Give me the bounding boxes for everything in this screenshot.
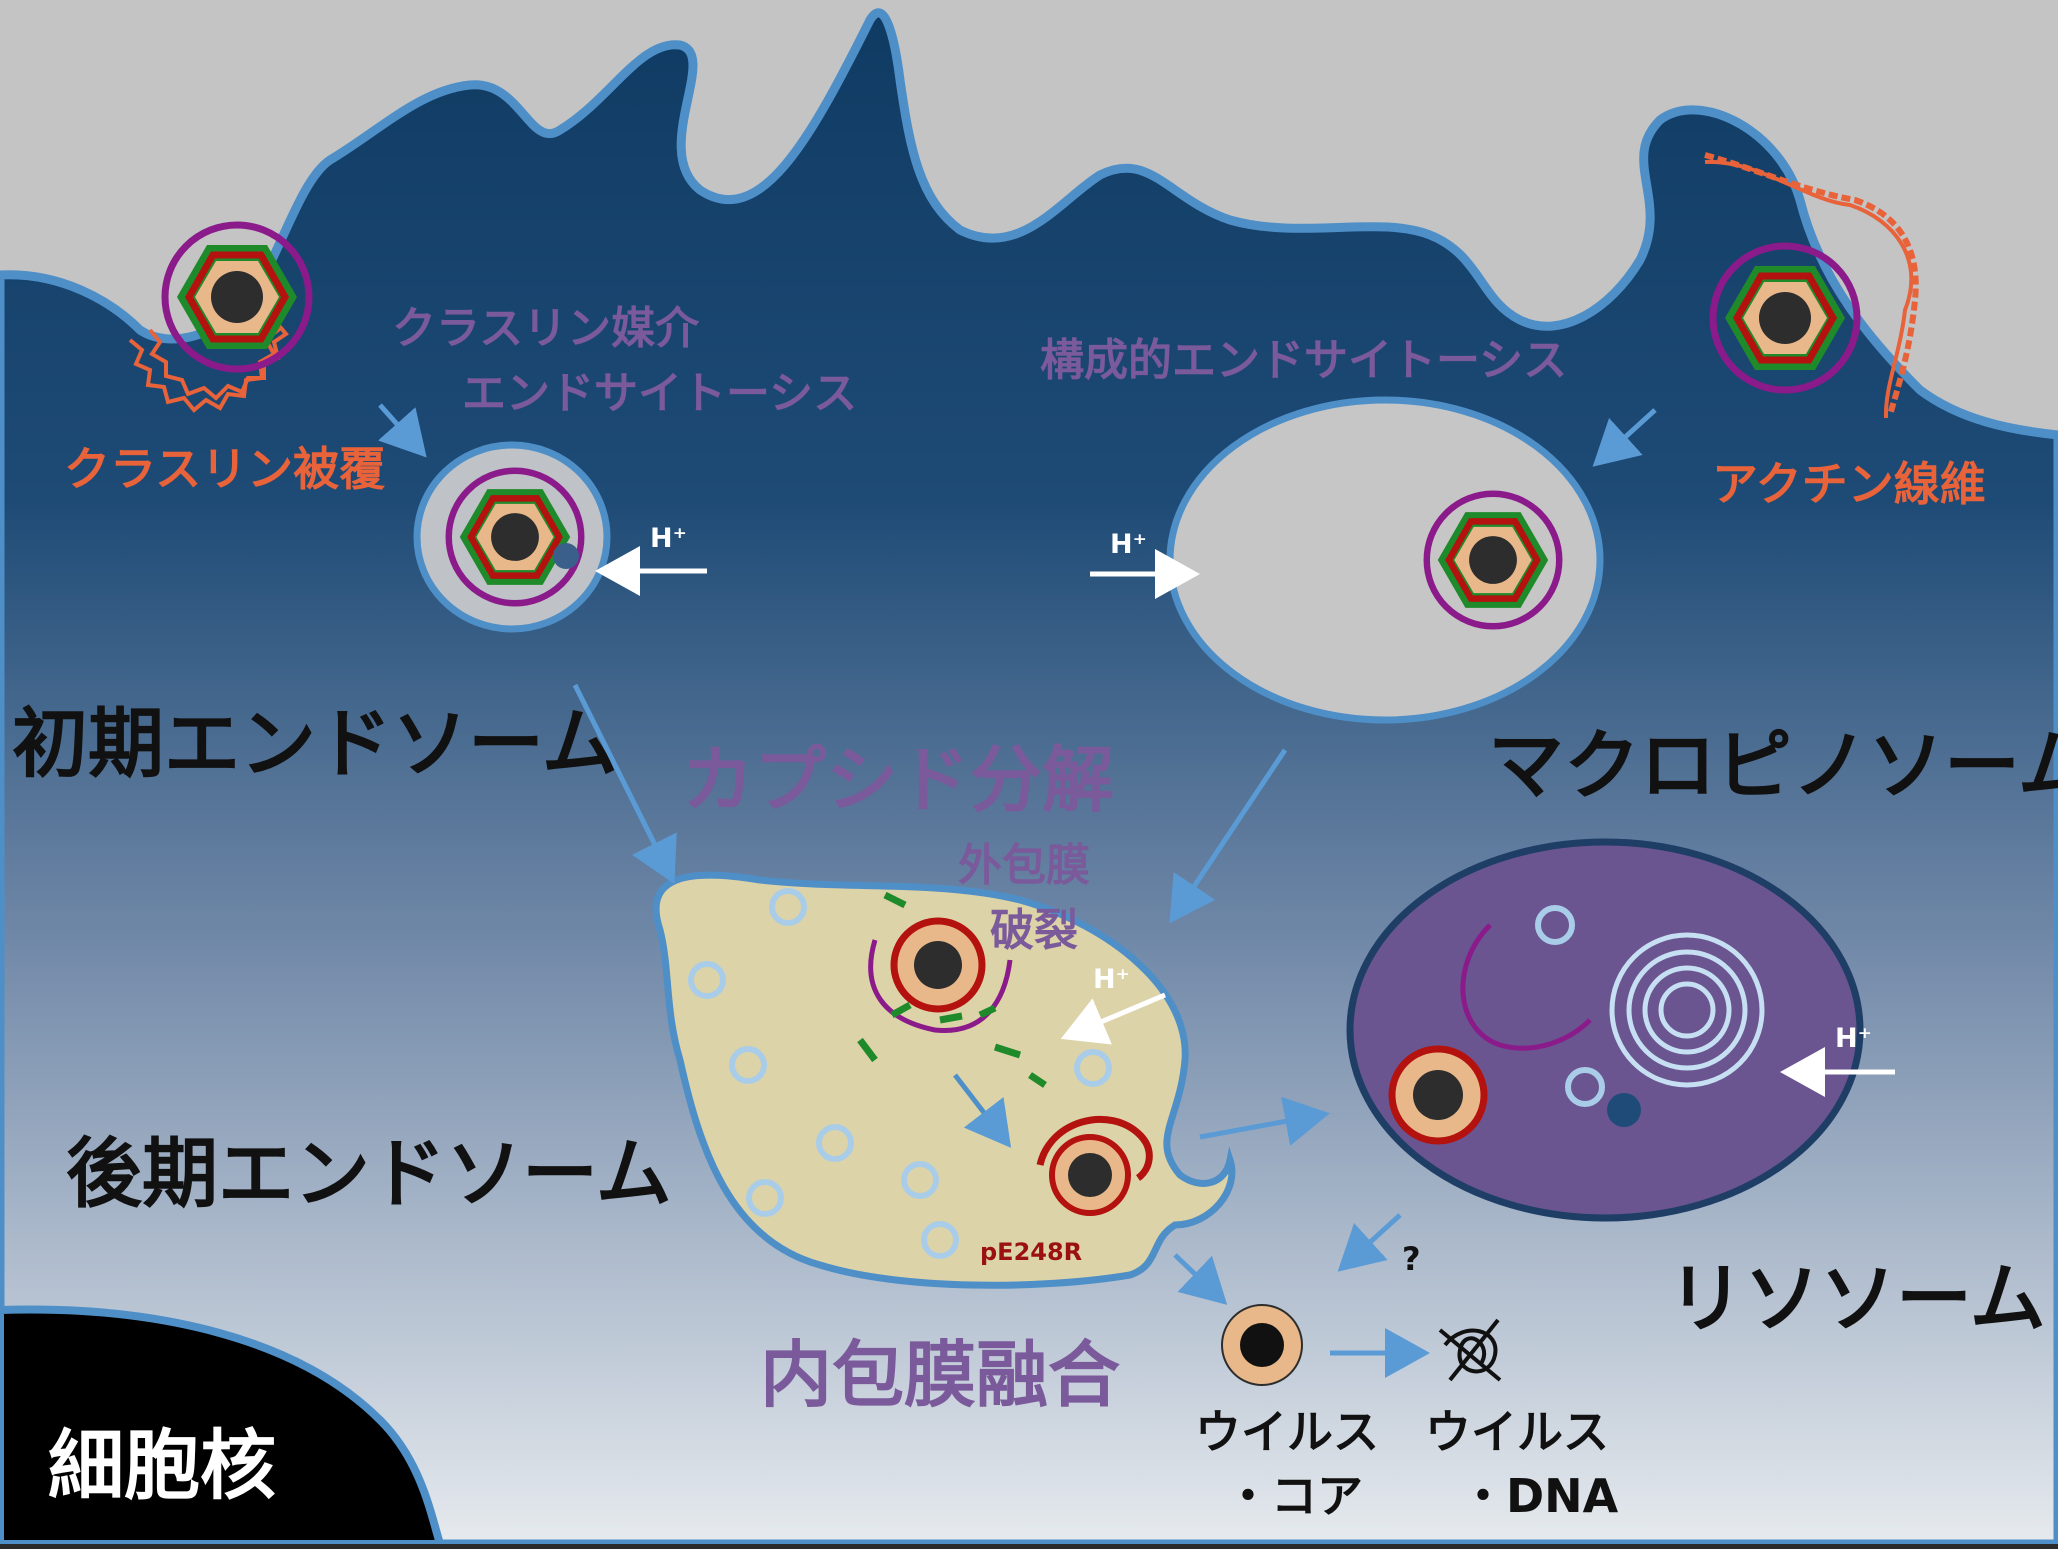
actin-fiber-label: アクチン線維	[1712, 457, 1986, 511]
vesicle-icon	[1565, 1067, 1605, 1107]
virus-particle-icon	[165, 225, 309, 369]
arrow-icon	[1173, 1253, 1228, 1305]
h-plus-label: H⁺	[650, 523, 687, 554]
capsid-disassembly-label: カプシド分解	[682, 738, 1114, 822]
constitutive-endocytosis-label: 構成的エンドサイトーシス	[1040, 335, 1567, 386]
receptor-dot	[553, 543, 579, 569]
virus-particle-icon	[1713, 246, 1857, 390]
receptor-dot	[1607, 1093, 1641, 1127]
virus-particle-icon	[1427, 494, 1559, 626]
virus-core-label: ウイルス	[1195, 1405, 1379, 1459]
macropinosome-label: マクロピノソーム	[1488, 721, 2058, 810]
protein-label: pE248R	[980, 1238, 1082, 1266]
h-plus-label: H⁺	[1835, 1023, 1872, 1054]
clathrin-mediated-label-2: エンドサイトーシス	[462, 368, 857, 419]
lysosome	[1346, 838, 1864, 1222]
clathrin-coat-label: クラスリン被覆	[64, 442, 385, 496]
dna-tangle-icon	[1438, 1318, 1502, 1382]
flow-arrows	[378, 403, 1657, 1378]
virus-dna-label-2: ・DNA	[1460, 1469, 1619, 1523]
nucleus-label: 細胞核	[48, 1421, 276, 1510]
vesicle-icon	[1535, 905, 1575, 945]
outer-envelope-label: 外包膜	[958, 840, 1090, 891]
lysosome-label: リソソーム	[1668, 1254, 2046, 1343]
virus-particle-icon	[449, 471, 581, 603]
inner-membrane-fusion-label: 内包膜融合	[760, 1333, 1120, 1417]
clathrin-mediated-label: クラスリン媒介	[392, 303, 700, 354]
actin-filament-icon	[1704, 159, 1914, 419]
ruptured-envelope	[868, 939, 1013, 1033]
early-endosome-label: 初期エンドソーム	[12, 699, 618, 788]
arrow-icon	[572, 683, 677, 884]
nucleoid-icon	[1413, 1070, 1463, 1120]
outer-envelope-label-2: 破裂	[990, 905, 1078, 956]
virus-core-label-2: ・コア	[1225, 1469, 1363, 1523]
arrow-icon	[1169, 748, 1288, 924]
arrow-icon	[953, 1073, 1012, 1148]
nucleoid-icon	[1068, 1153, 1112, 1197]
arrow-icon	[1199, 1096, 1330, 1146]
inner-membrane	[1036, 1116, 1153, 1181]
h-plus-arrow-icon	[1060, 992, 1166, 1045]
arrow-icon	[1337, 1213, 1402, 1272]
arrow-icon	[1592, 408, 1657, 467]
question-mark: ?	[1402, 1240, 1421, 1278]
capsid-fragments	[857, 891, 1047, 1088]
h-plus-label: H⁺	[1110, 529, 1147, 560]
multilamellar-body	[1609, 932, 1765, 1088]
virus-dna-label: ウイルス	[1425, 1405, 1609, 1459]
h-plus-label: H⁺	[1093, 964, 1130, 995]
membrane-fragment	[1460, 923, 1592, 1051]
nucleoid-icon	[1240, 1323, 1284, 1367]
late-endosome-label: 後期エンドソーム	[66, 1129, 672, 1218]
nucleoid-icon	[914, 941, 962, 989]
nucleus	[0, 1305, 446, 1548]
arrow-icon	[378, 403, 427, 458]
